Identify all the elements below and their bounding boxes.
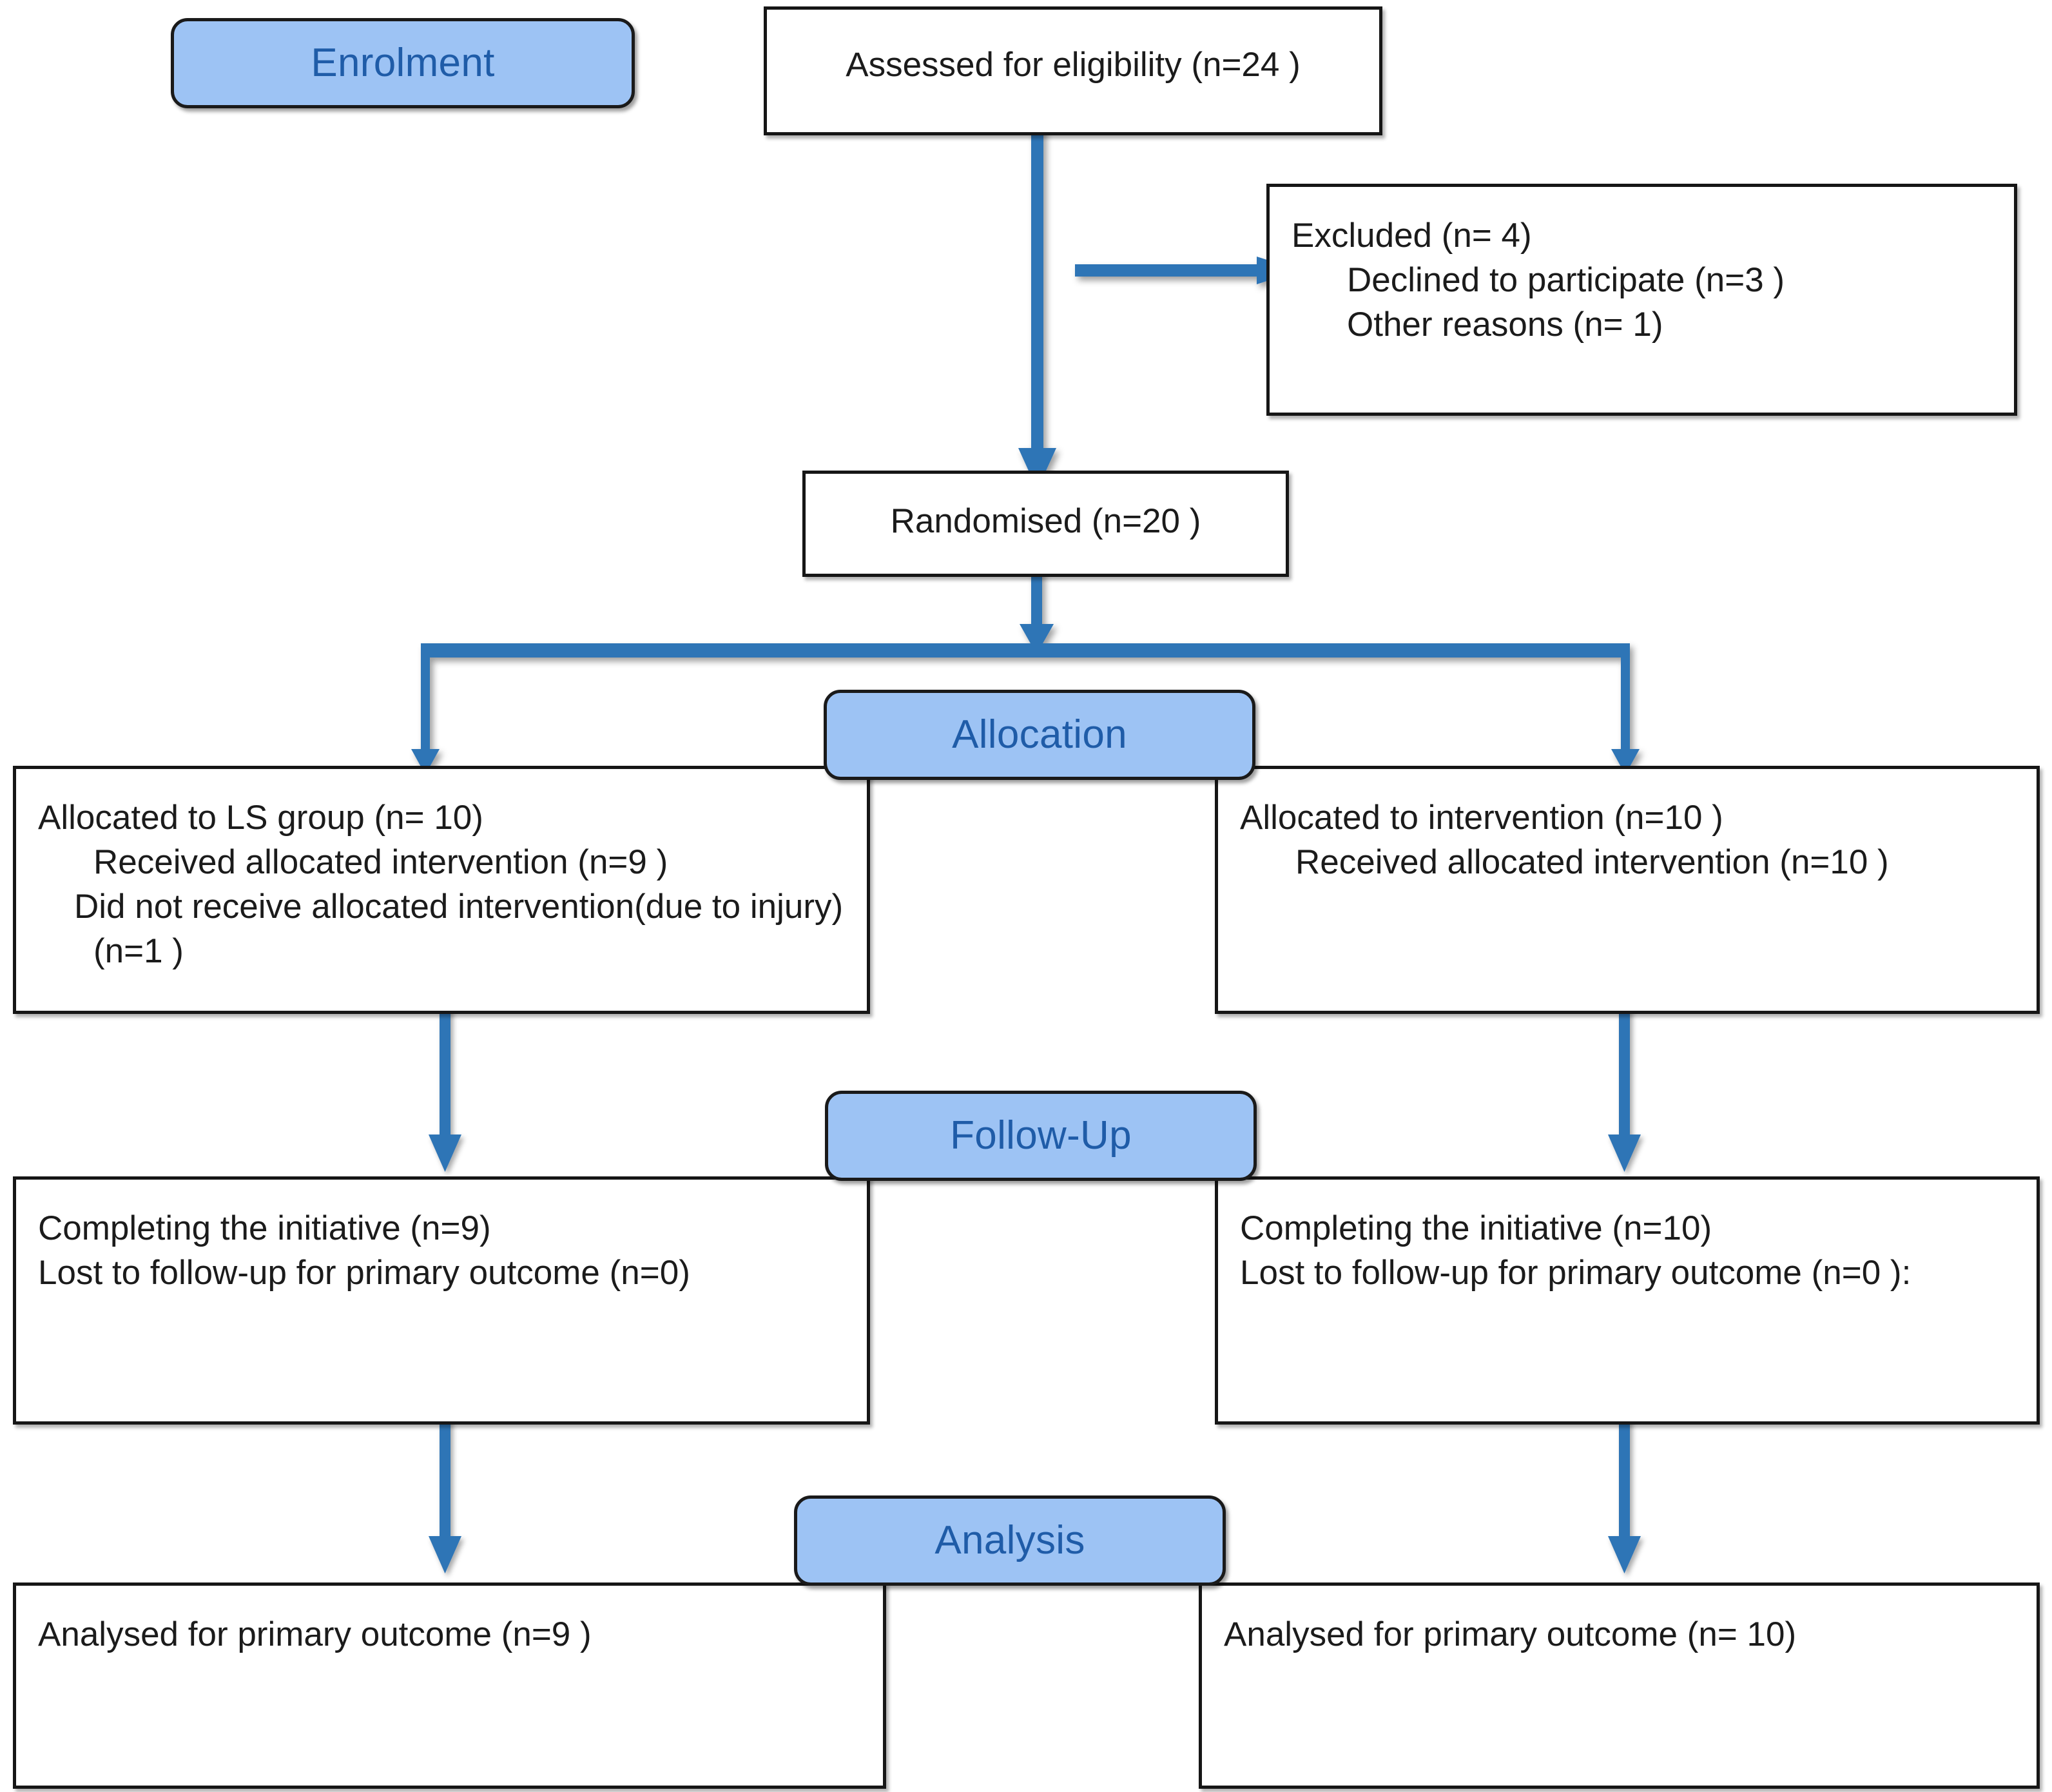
- box-assessed-for-eligibility-text: Assessed for eligibility (n=24 ): [767, 43, 1379, 88]
- box-allocated-intervention: Allocated to intervention (n=10 ) Receiv…: [1215, 766, 2040, 1014]
- box-allocated-ls-group: Allocated to LS group (n= 10) Received a…: [13, 766, 870, 1014]
- box-followup-right-text: Completing the initiative (n=10) Lost to…: [1240, 1207, 2022, 1296]
- stage-badge-allocation-label: Allocation: [952, 712, 1127, 757]
- box-allocated-ls-group-text: Allocated to LS group (n= 10) Received a…: [38, 796, 853, 974]
- stage-badge-analysis: Analysis: [794, 1495, 1226, 1586]
- box-analysis-left-text: Analysed for primary outcome (n=9 ): [38, 1613, 869, 1657]
- box-randomised-text: Randomised (n=20 ): [806, 500, 1286, 544]
- box-analysis-right-text: Analysed for primary outcome (n= 10): [1224, 1613, 2022, 1657]
- box-line: Analysed for primary outcome (n= 10): [1224, 1615, 1797, 1653]
- stage-badge-enrolment-label: Enrolment: [311, 41, 495, 85]
- box-line: Assessed for eligibility (n=24 ): [846, 46, 1301, 84]
- box-excluded: Excluded (n= 4) Declined to participate …: [1266, 184, 2017, 416]
- connector-followup-left-to-analysis-left: [419, 1417, 477, 1591]
- box-line: Did not receive allocated intervention(d…: [74, 887, 853, 970]
- stage-badge-followup: Follow-Up: [825, 1091, 1257, 1181]
- connector-allocation-left-to-followup-left: [419, 1006, 477, 1180]
- box-line: Other reasons (n= 1): [1347, 305, 1663, 344]
- box-allocated-intervention-text: Allocated to intervention (n=10 ) Receiv…: [1240, 796, 2022, 885]
- box-line: Completing the initiative (n=10): [1240, 1209, 1712, 1247]
- box-line: Randomised (n=20 ): [890, 502, 1201, 540]
- box-line: Received allocated intervention (n=9 ): [93, 842, 668, 881]
- box-line: Declined to participate (n=3 ): [1347, 260, 1785, 299]
- box-line: Analysed for primary outcome (n=9 ): [38, 1615, 592, 1653]
- box-line: Lost to follow-up for primary outcome (n…: [1240, 1253, 1912, 1292]
- box-excluded-text: Excluded (n= 4) Declined to participate …: [1292, 214, 2000, 347]
- connector-randomised-split: [400, 567, 1663, 780]
- box-line: Allocated to LS group (n= 10): [38, 799, 483, 837]
- stage-badge-followup-label: Follow-Up: [950, 1113, 1132, 1158]
- box-analysis-left: Analysed for primary outcome (n=9 ): [13, 1583, 886, 1789]
- box-line: Completing the initiative (n=9): [38, 1209, 491, 1247]
- box-analysis-right: Analysed for primary outcome (n= 10): [1199, 1583, 2040, 1789]
- box-line: Allocated to intervention (n=10 ): [1240, 799, 1723, 837]
- stage-badge-analysis-label: Analysis: [934, 1518, 1085, 1563]
- box-assessed-for-eligibility: Assessed for eligibility (n=24 ): [764, 6, 1382, 135]
- stage-badge-enrolment: Enrolment: [171, 18, 635, 108]
- box-followup-left-text: Completing the initiative (n=9) Lost to …: [38, 1207, 853, 1296]
- connector-followup-right-to-analysis-right: [1598, 1417, 1656, 1591]
- box-line: Received allocated intervention (n=10 ): [1295, 842, 1889, 881]
- box-followup-right: Completing the initiative (n=10) Lost to…: [1215, 1176, 2040, 1425]
- box-randomised: Randomised (n=20 ): [802, 471, 1289, 577]
- connector-allocation-right-to-followup-right: [1598, 1006, 1656, 1180]
- box-followup-left: Completing the initiative (n=9) Lost to …: [13, 1176, 870, 1425]
- stage-badge-allocation: Allocation: [824, 690, 1255, 780]
- box-line: Excluded (n= 4): [1292, 217, 1532, 255]
- box-line: Lost to follow-up for primary outcome (n…: [38, 1253, 690, 1292]
